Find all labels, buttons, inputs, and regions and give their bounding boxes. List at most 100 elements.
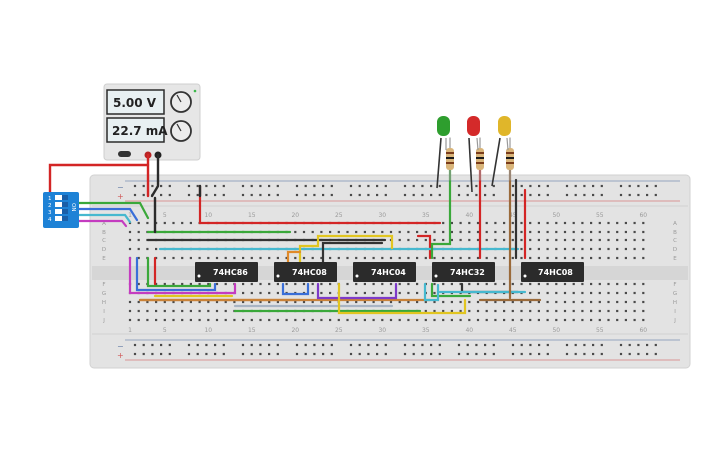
- breadboard-hole[interactable]: [372, 282, 375, 286]
- breadboard-hole[interactable]: [616, 230, 619, 234]
- breadboard-hole[interactable]: [224, 256, 227, 260]
- breadboard-hole[interactable]: [168, 343, 171, 347]
- breadboard-hole[interactable]: [407, 230, 410, 234]
- breadboard-hole[interactable]: [355, 282, 358, 286]
- dark-wire[interactable]: [321, 241, 384, 264]
- breadboard-hole[interactable]: [494, 309, 497, 313]
- breadboard-hole[interactable]: [215, 309, 219, 313]
- breadboard-hole[interactable]: [337, 318, 340, 322]
- leds[interactable]: [436, 116, 511, 193]
- breadboard-hole[interactable]: [320, 230, 323, 234]
- breadboard-hole[interactable]: [302, 230, 306, 234]
- breadboard-hole[interactable]: [646, 343, 649, 347]
- breadboard-hole[interactable]: [322, 352, 325, 356]
- breadboard-hole[interactable]: [546, 343, 549, 347]
- breadboard-hole[interactable]: [442, 221, 445, 225]
- breadboard-hole[interactable]: [503, 230, 506, 234]
- breadboard-hole[interactable]: [633, 247, 636, 251]
- breadboard-hole[interactable]: [485, 238, 488, 242]
- breadboard-hole[interactable]: [607, 247, 610, 251]
- breadboard-hole[interactable]: [233, 318, 236, 322]
- breadboard-hole[interactable]: [155, 300, 158, 304]
- breadboard-hole[interactable]: [433, 238, 436, 242]
- breadboard-hole[interactable]: [607, 230, 610, 234]
- breadboard-hole[interactable]: [155, 318, 158, 322]
- breadboard-hole[interactable]: [572, 282, 575, 286]
- breadboard-hole[interactable]: [224, 282, 227, 286]
- breadboard-hole[interactable]: [468, 309, 471, 313]
- breadboard-hole[interactable]: [546, 238, 549, 242]
- breadboard-hole[interactable]: [151, 352, 154, 356]
- breadboard-hole[interactable]: [555, 247, 558, 251]
- breadboard-hole[interactable]: [529, 238, 532, 242]
- breadboard-hole[interactable]: [407, 256, 410, 260]
- breadboard-hole[interactable]: [538, 352, 541, 356]
- breadboard-hole[interactable]: [222, 343, 225, 347]
- breadboard-hole[interactable]: [430, 184, 433, 188]
- breadboard-hole[interactable]: [607, 282, 610, 286]
- breadboard-hole[interactable]: [563, 282, 567, 286]
- breadboard-hole[interactable]: [563, 309, 567, 313]
- breadboard-hole[interactable]: [466, 352, 469, 356]
- breadboard-hole[interactable]: [268, 291, 271, 295]
- breadboard-hole[interactable]: [520, 184, 523, 188]
- breadboard-hole[interactable]: [407, 318, 410, 322]
- breadboard-hole[interactable]: [416, 300, 419, 304]
- breadboard-hole[interactable]: [376, 343, 379, 347]
- breadboard-hole[interactable]: [563, 291, 567, 295]
- breadboard-hole[interactable]: [494, 282, 497, 286]
- breadboard-hole[interactable]: [398, 282, 401, 286]
- breadboard-hole[interactable]: [598, 247, 601, 251]
- breadboard-hole[interactable]: [546, 256, 549, 260]
- breadboard-hole[interactable]: [355, 230, 358, 234]
- breadboard-hole[interactable]: [196, 343, 199, 347]
- breadboard-hole[interactable]: [137, 238, 140, 242]
- breadboard-hole[interactable]: [242, 318, 245, 322]
- breadboard-hole[interactable]: [259, 193, 262, 197]
- breadboard-hole[interactable]: [215, 300, 219, 304]
- breadboard-hole[interactable]: [616, 256, 619, 260]
- breadboard-hole[interactable]: [450, 230, 453, 234]
- breadboard-hole[interactable]: [294, 282, 297, 286]
- breadboard-hole[interactable]: [466, 343, 469, 347]
- breadboard-hole[interactable]: [616, 282, 619, 286]
- breadboard-hole[interactable]: [311, 282, 314, 286]
- breadboard-hole[interactable]: [642, 309, 645, 313]
- breadboard-hole[interactable]: [590, 282, 593, 286]
- breadboard-hole[interactable]: [529, 318, 532, 322]
- breadboard-hole[interactable]: [403, 184, 407, 188]
- orange-wire[interactable]: [286, 250, 302, 264]
- breadboard-hole[interactable]: [476, 230, 480, 234]
- breadboard-hole[interactable]: [433, 300, 436, 304]
- breadboard-hole[interactable]: [450, 318, 453, 322]
- breadboard-hole[interactable]: [494, 256, 497, 260]
- breadboard-hole[interactable]: [468, 230, 471, 234]
- breadboard-hole[interactable]: [537, 256, 540, 260]
- breadboard-hole[interactable]: [555, 291, 558, 295]
- breadboard-hole[interactable]: [363, 318, 366, 322]
- breadboard-hole[interactable]: [146, 309, 149, 313]
- breadboard-hole[interactable]: [160, 352, 163, 356]
- breadboard-hole[interactable]: [302, 318, 306, 322]
- resistor[interactable]: [476, 137, 484, 181]
- breadboard-hole[interactable]: [642, 291, 645, 295]
- breadboard-hole[interactable]: [492, 352, 495, 356]
- breadboard-hole[interactable]: [398, 256, 401, 260]
- breadboard-hole[interactable]: [546, 291, 549, 295]
- breadboard-hole[interactable]: [311, 318, 314, 322]
- breadboard-hole[interactable]: [624, 238, 627, 242]
- breadboard-hole[interactable]: [168, 352, 171, 356]
- breadboard-hole[interactable]: [389, 300, 393, 304]
- breadboard-hole[interactable]: [403, 343, 407, 347]
- breadboard-hole[interactable]: [337, 256, 340, 260]
- breadboard-hole[interactable]: [600, 184, 603, 188]
- breadboard-hole[interactable]: [285, 282, 288, 286]
- breadboard-hole[interactable]: [355, 291, 358, 295]
- breadboard-hole[interactable]: [459, 221, 462, 225]
- blue-wire[interactable]: [76, 207, 139, 222]
- breadboard-hole[interactable]: [205, 184, 208, 188]
- breadboard-hole[interactable]: [442, 300, 445, 304]
- cyan-wire[interactable]: [423, 282, 440, 302]
- breadboard-hole[interactable]: [590, 291, 593, 295]
- breadboard-hole[interactable]: [295, 343, 299, 347]
